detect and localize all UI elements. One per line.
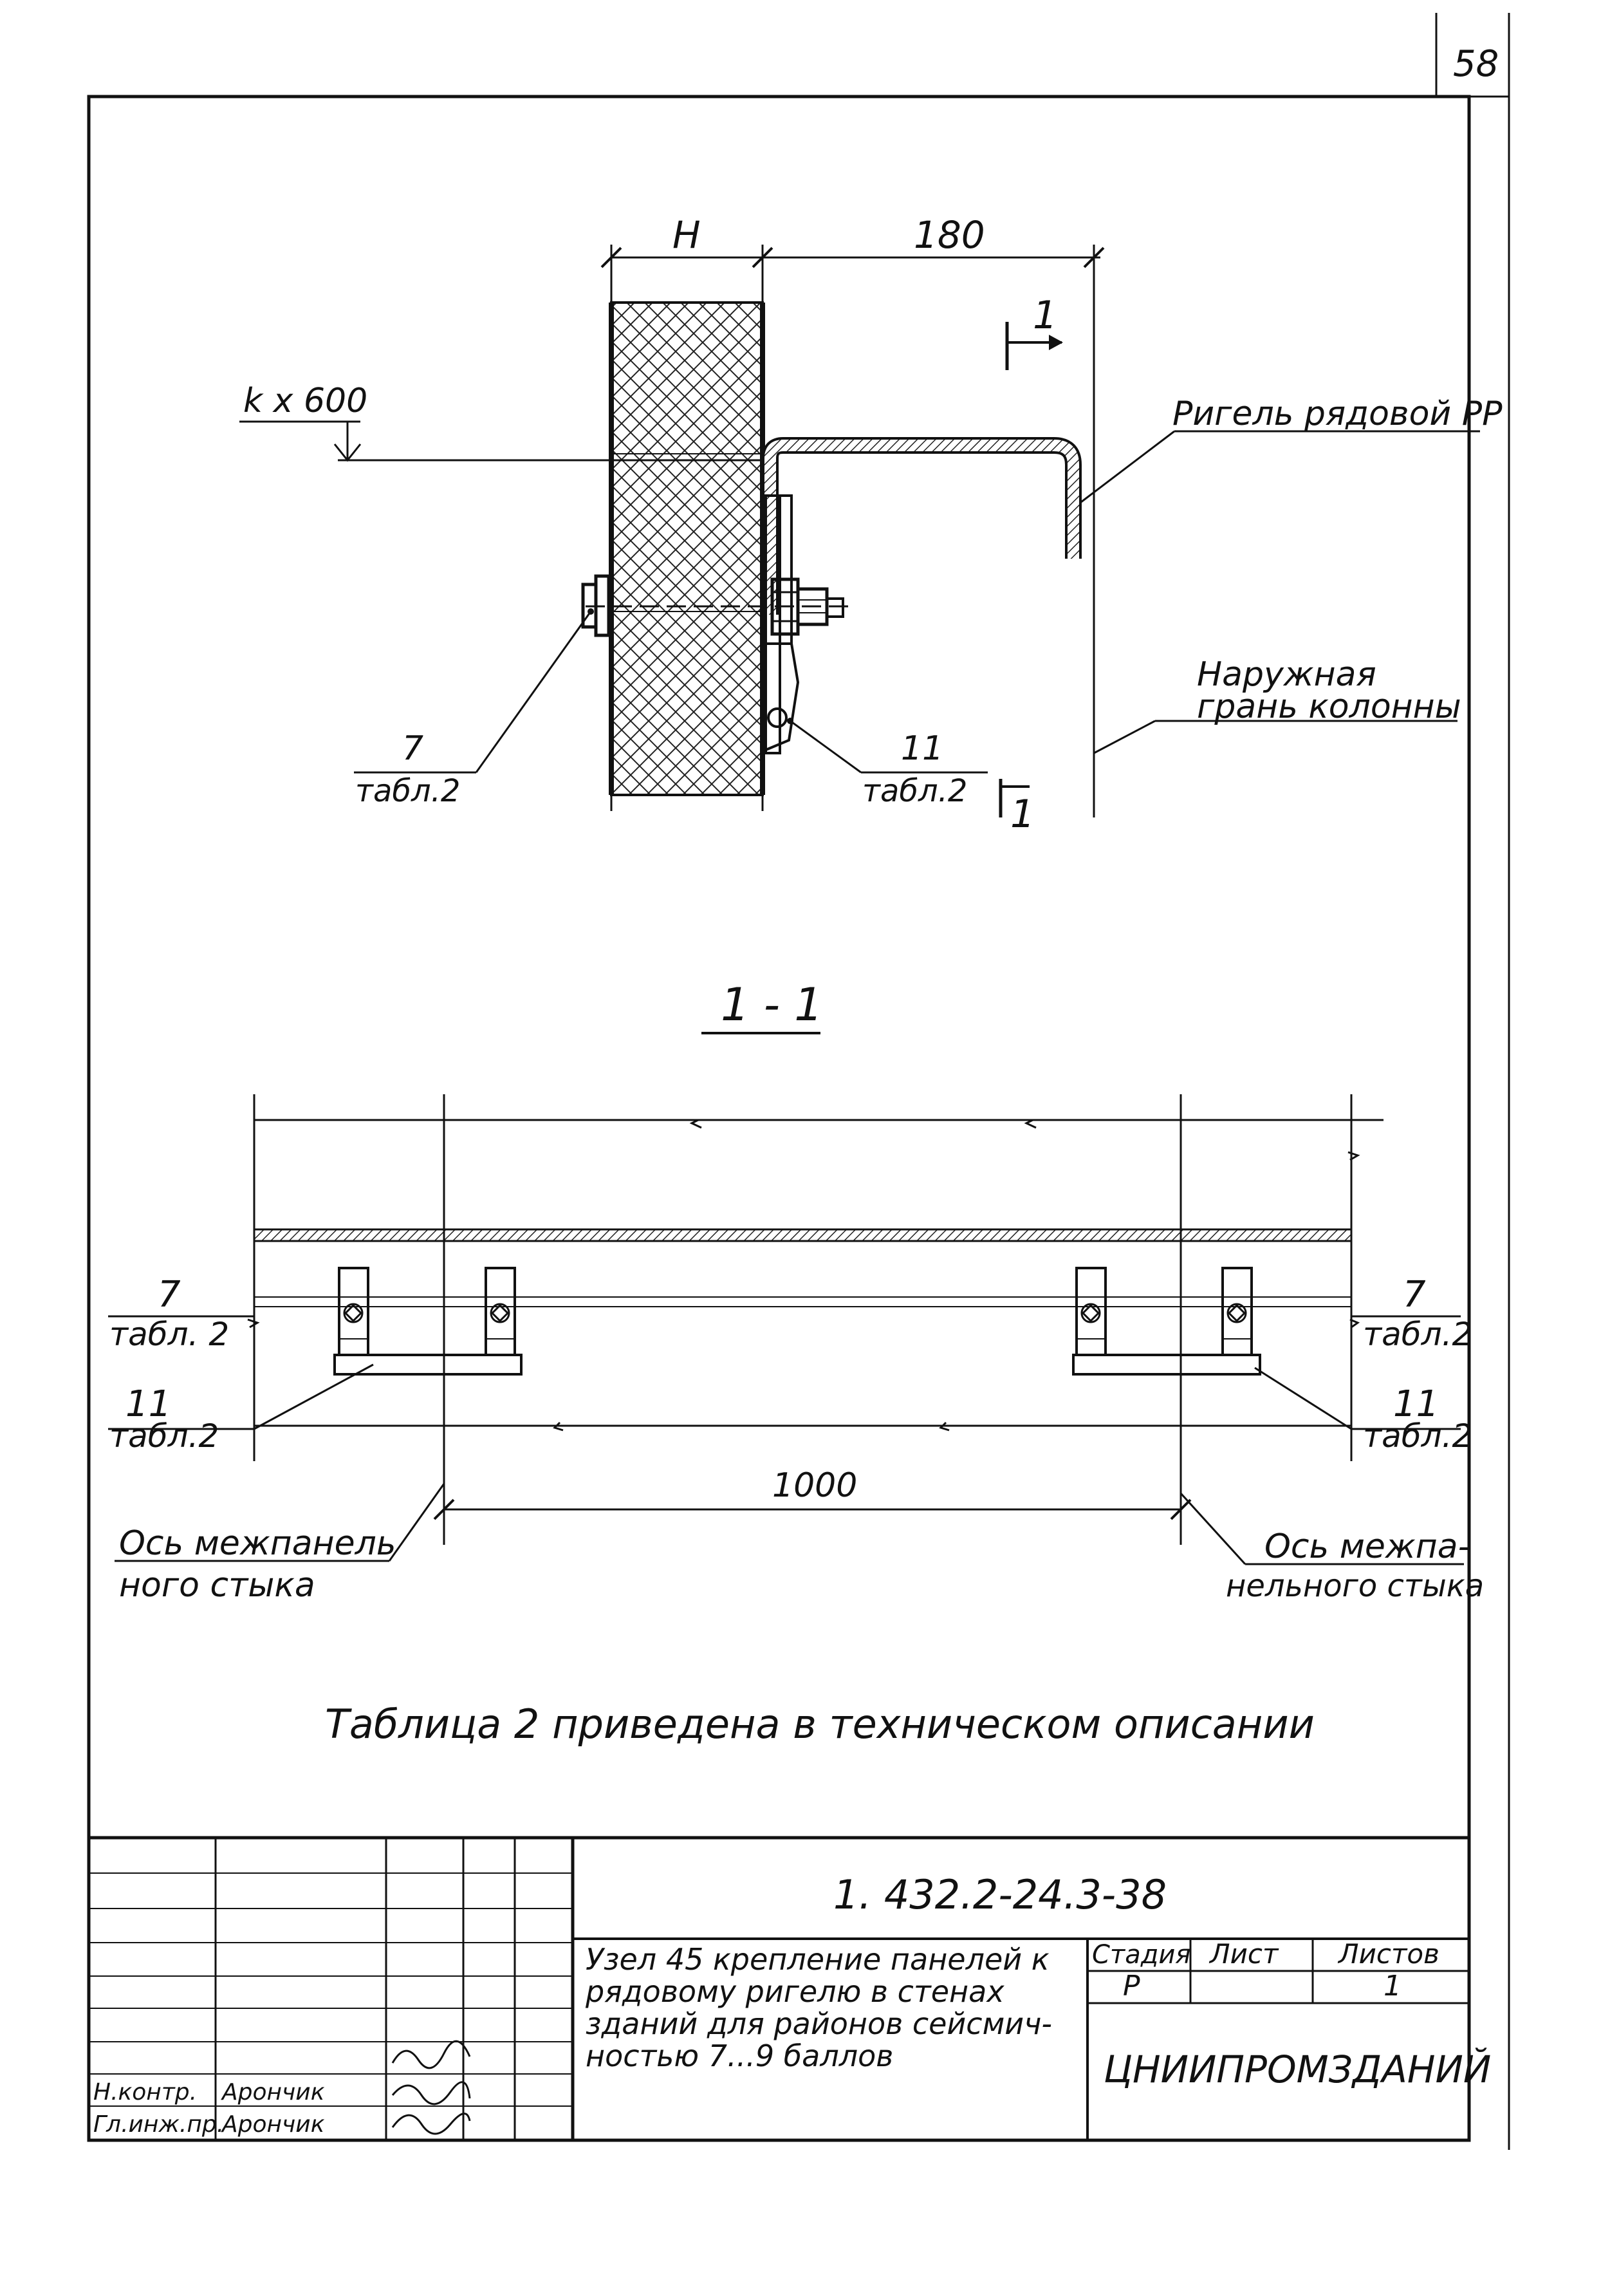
dim-180-label: 180: [914, 213, 985, 257]
callout-right-num: 11: [901, 729, 943, 768]
column-face-label-2: грань колонны: [1197, 687, 1461, 726]
drawing-title-line3: зданий для районов сейсмич-: [586, 2006, 1052, 2041]
section-right-top-num: 7: [1403, 1274, 1426, 1316]
sheets-header: Листов: [1337, 1938, 1439, 1970]
axis-left-line2: ного стыка: [119, 1566, 315, 1605]
stage-header: Стадия: [1092, 1940, 1190, 1970]
drawing-title-line4: ностью 7...9 баллов: [586, 2039, 893, 2073]
title-block: [89, 1836, 1469, 2140]
dim-1000-label: 1000: [772, 1466, 857, 1505]
callout-left-ref: табл.2: [355, 773, 460, 809]
axis-right-line1: Ось межпа-: [1264, 1527, 1470, 1566]
sheet-frame: [87, 13, 1510, 2150]
organization-name: ЦНИИПРОМЗДАНИЙ: [1104, 2047, 1491, 2091]
section-right-bot-ref: табл.2: [1363, 1417, 1472, 1455]
section-mark-bottom: 1: [1010, 792, 1035, 837]
axis-left-line1: Ось межпанель: [119, 1524, 396, 1563]
section-view: 1 - 1: [108, 978, 1484, 1605]
section-right-top-ref: табл.2: [1363, 1316, 1472, 1353]
document-code: 1. 432.2-24.3-38: [833, 1871, 1167, 1918]
page-number: 58: [1453, 43, 1499, 85]
note-text: Таблица 2 приведена в техническом описан…: [325, 1701, 1315, 1748]
signature-role-1: Н.контр.: [93, 2079, 197, 2105]
signature-name-1: Арончик: [221, 2079, 325, 2105]
signature-role-2: Гл.инж.пр.: [93, 2111, 224, 2138]
section-right-bot-num: 11: [1393, 1383, 1439, 1425]
section-mark-top: 1: [1033, 293, 1057, 338]
level-mark-label: k x 600: [243, 382, 367, 420]
section-title: 1 - 1: [721, 978, 823, 1031]
section-left-top-num: 7: [158, 1274, 181, 1316]
sheet-header: Лист: [1208, 1938, 1279, 1970]
callout-left-num: 7: [402, 729, 423, 768]
section-left-bot-num: 11: [125, 1383, 171, 1425]
bracket-right: [1072, 1267, 1261, 1376]
signature-name-2: Арончик: [221, 2111, 325, 2138]
bracket-left: [333, 1267, 523, 1376]
rigel-section: [253, 1228, 1353, 1242]
dim-h-label: H: [672, 213, 701, 257]
sheets-value: 1: [1384, 1970, 1402, 2002]
upper-view: H 180 k x 600 1 Наружна: [239, 213, 1503, 837]
axis-right-line2: нельного стыка: [1226, 1568, 1484, 1604]
column-face-label-1: Наружная: [1197, 655, 1376, 694]
handwritten-signature: [391, 2040, 471, 2135]
stage-value: Р: [1123, 1970, 1140, 2002]
callout-right-ref: табл.2: [862, 773, 967, 809]
beam-label: Ригель рядовой РР: [1172, 395, 1503, 433]
drawing-title-line2: рядовому ригелю в стенах: [585, 1974, 1004, 2009]
section-left-bot-ref: табл.2: [109, 1417, 219, 1455]
wall-panel: [610, 301, 764, 796]
drawing-title-line1: Узел 45 крепление панелей к: [586, 1942, 1050, 1977]
section-left-top-ref: табл. 2: [109, 1316, 229, 1353]
